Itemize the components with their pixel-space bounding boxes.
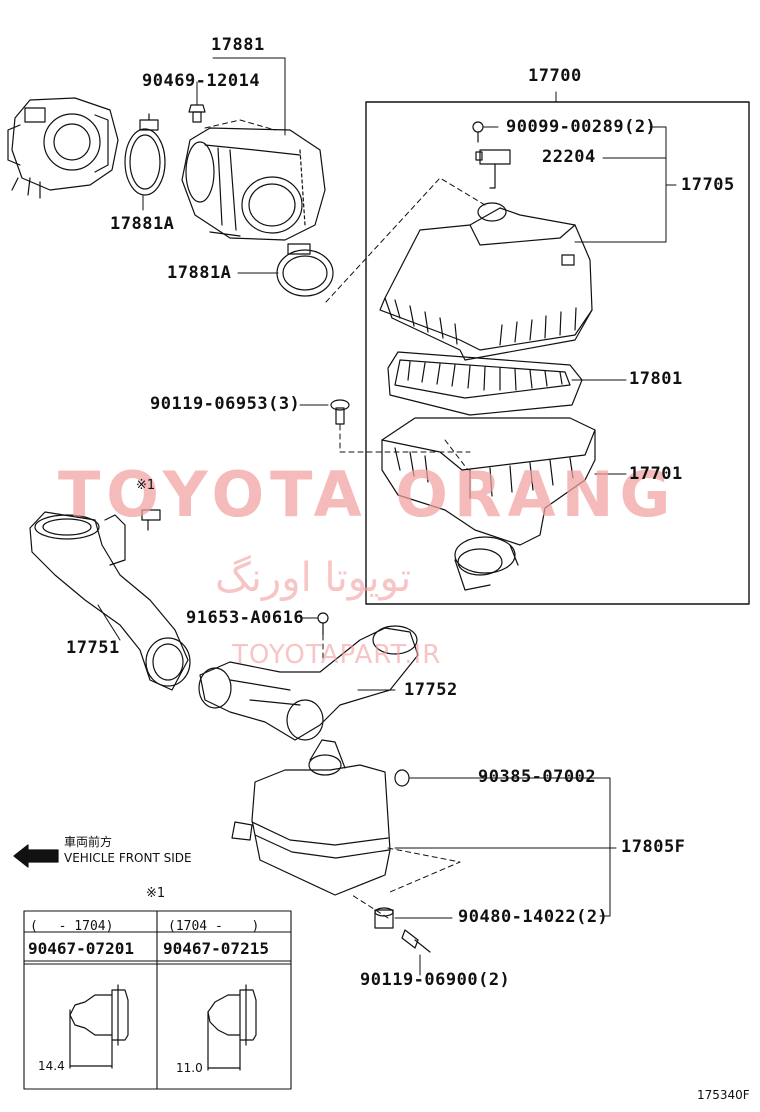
part-label-17805F: 17805F	[621, 837, 686, 857]
throttle-body-illustration	[7, 97, 119, 199]
part-label-17751: 17751	[66, 638, 120, 658]
assembly-box-17700	[365, 101, 750, 605]
inset-period-col2: (1704 - )	[168, 919, 260, 934]
intake-hose-17752-illustration	[198, 625, 419, 741]
part-label-90119-06953: 90119-06953(3)	[150, 394, 301, 414]
part-label-90385-07002: 90385-07002	[478, 767, 597, 787]
inset-dimension-col2: 11.0	[176, 1061, 203, 1075]
direction-label-ja: 車両前方	[64, 835, 113, 849]
hose-clamp-17881A-lower-illustration	[276, 243, 334, 297]
part-label-17801: 17801	[629, 369, 683, 389]
inset-part-col2: 90467-07215	[163, 939, 269, 958]
note-mark-clip: ※1	[136, 478, 156, 493]
watermark-url: TOYOTAPART.IR	[232, 640, 442, 670]
part-label-91653-A0616: 91653-A0616	[186, 608, 305, 628]
part-label-90099-00289: 90099-00289(2)	[506, 117, 657, 137]
inset-clip-drawing-left	[69, 984, 129, 1069]
part-label-17705: 17705	[681, 175, 735, 195]
part-label-22204: 22204	[542, 147, 596, 167]
watermark-persian: تویوتا اورنگ	[215, 555, 412, 601]
part-label-17881: 17881	[211, 35, 265, 55]
inset-period-col1: ( - 1704)	[30, 919, 114, 934]
part-label-17700: 17700	[528, 66, 582, 86]
screw-90099-illustration	[472, 121, 484, 143]
bolt-90119-06953-illustration	[330, 399, 350, 425]
bolt-91653-illustration	[317, 612, 329, 636]
air-filter-element-17801-illustration	[387, 351, 583, 416]
part-label-17881A-upper: 17881A	[110, 214, 175, 234]
inset-part-col1: 90467-07201	[28, 939, 134, 958]
vehicle-front-arrow-icon	[13, 844, 59, 868]
part-label-17701: 17701	[629, 464, 683, 484]
air-inlet-duct-17751-illustration	[29, 511, 191, 691]
inset-dimension-col1: 14.4	[38, 1059, 65, 1073]
resonator-17805F-illustration	[231, 739, 391, 896]
dashed-assembly-lines	[204, 119, 486, 919]
air-cleaner-cap-17705-illustration	[379, 202, 593, 361]
inset-note-mark: ※1	[146, 886, 166, 901]
diagram-code: 175340F	[697, 1088, 750, 1102]
part-label-17881A-middle: 17881A	[167, 263, 232, 283]
part-label-90119-06900: 90119-06900(2)	[360, 970, 511, 990]
leader-lines	[97, 57, 677, 976]
bolt-90119-06900-illustration	[401, 929, 431, 953]
clip-illustration	[141, 509, 161, 531]
intake-connector-17881-illustration	[181, 127, 326, 241]
inset-table	[23, 910, 292, 1090]
air-flow-sensor-22204-illustration	[475, 149, 511, 189]
bolt-90469-illustration	[188, 104, 206, 123]
watermark-brand: TOYOTA ORANG	[58, 458, 677, 531]
direction-label-en: VEHICLE FRONT SIDE	[64, 851, 192, 865]
part-label-17752: 17752	[404, 680, 458, 700]
hose-clamp-17881A-upper-illustration	[124, 113, 166, 196]
clip-90385-illustration	[394, 769, 410, 787]
part-label-90469-12014: 90469-12014	[142, 71, 261, 91]
inset-clip-drawing-right	[207, 984, 257, 1071]
air-cleaner-case-17701-illustration	[381, 417, 596, 591]
part-label-90480-14022: 90480-14022(2)	[458, 907, 609, 927]
